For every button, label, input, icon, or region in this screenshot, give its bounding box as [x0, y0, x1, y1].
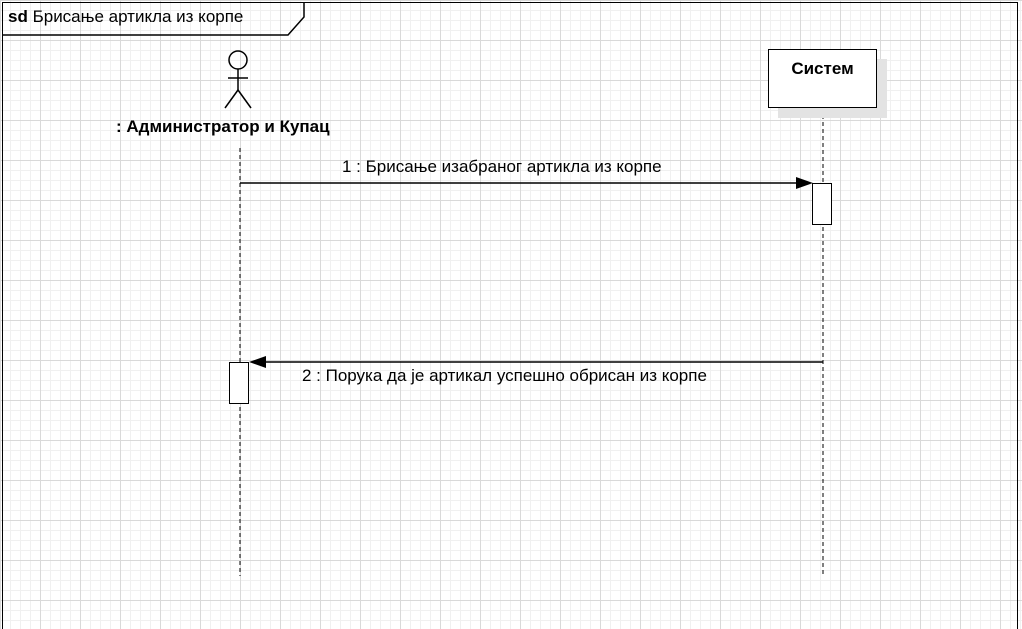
frame-keyword: sd [8, 7, 28, 26]
message-1-label: 1 : Брисање изабраног артикла из корпе [342, 157, 662, 176]
message-2-label: 2 : Порука да је артикал успешно обрисан… [302, 366, 707, 385]
frame-title: Брисање артикла из корпе [32, 7, 244, 26]
actor-activation-bar [229, 362, 249, 404]
frame-label: sd Брисање артикла из корпе [8, 7, 243, 27]
message-2-arrow [249, 356, 823, 368]
frame-label-tab [3, 3, 305, 36]
actor-label: : Администратор и Купац [116, 117, 330, 136]
message-1-arrow [240, 177, 813, 189]
actor-icon [224, 50, 252, 109]
system-lifeline-head: Систем [768, 49, 877, 108]
system-activation-bar [812, 183, 832, 225]
system-label: Систем [791, 59, 854, 78]
